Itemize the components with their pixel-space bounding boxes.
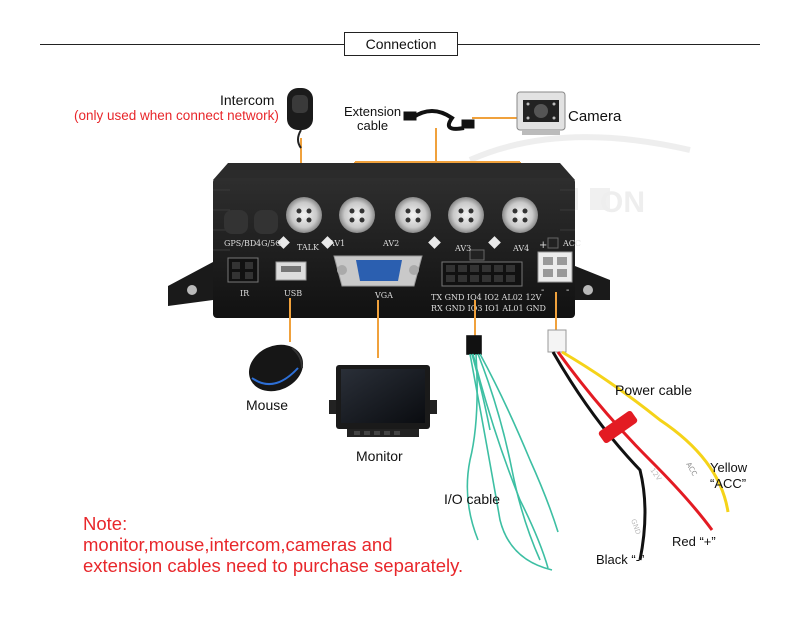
- svg-text:ACC: ACC: [684, 461, 698, 478]
- intercom-label: Intercom: [220, 92, 275, 108]
- power-cable-icon: GND 12V ACC: [547, 329, 730, 561]
- svg-text:GND: GND: [629, 518, 642, 536]
- gps-label: GPS/BD: [224, 239, 256, 248]
- accessory-connector-lines: [289, 292, 557, 358]
- plus-label: +: [539, 240, 547, 251]
- extension-cable-label-line1: Extension: [344, 104, 402, 119]
- mdvr-device: [168, 163, 610, 318]
- port-label-av2: AV2: [382, 239, 399, 248]
- av-ports: [286, 197, 538, 233]
- camera-label: Camera: [568, 108, 622, 125]
- monitor-label: Monitor: [356, 448, 403, 464]
- usb-label: USB: [284, 289, 302, 298]
- note-line-1: monitor,mouse,intercom,cameras and: [83, 534, 393, 555]
- port-label-av1: AV1: [328, 239, 345, 248]
- port-label-av4: AV4: [512, 244, 529, 253]
- power-cable-label: Power cable: [615, 382, 693, 398]
- acc-label: ACC: [562, 239, 581, 248]
- minus-label: -: [541, 285, 544, 296]
- io-cable-label: I/O cable: [444, 491, 501, 507]
- 4g-label: 4G/5G: [256, 239, 282, 248]
- red-label: Red “+”: [672, 534, 716, 549]
- svg-text:ON: ON: [600, 186, 645, 219]
- extension-cable-icon: [403, 109, 475, 131]
- minus-label-2: -: [566, 285, 569, 296]
- io-pins-bottom: RX GND IO3 IO1 AL01 GND: [431, 304, 546, 313]
- mouse-label: Mouse: [246, 397, 289, 413]
- port-label-av3: AV3: [454, 244, 471, 253]
- yellow-label-line2: “ACC”: [710, 476, 747, 491]
- camera-icon: [516, 91, 566, 135]
- note-title: Note:: [83, 513, 128, 534]
- mouse-icon: [248, 344, 304, 392]
- header-rule-left: [40, 44, 344, 45]
- intercom-microphone-icon: [287, 88, 313, 149]
- yellow-label-line1: Yellow: [710, 460, 748, 475]
- io-cable-icon: [466, 335, 559, 571]
- ir-label: IR: [240, 289, 250, 298]
- header-rule-right: [458, 44, 760, 45]
- note-line-2: extension cables need to purchase separa…: [83, 555, 464, 576]
- section-title: Connection: [344, 32, 458, 56]
- extension-cable-label-line2: cable: [357, 118, 389, 133]
- vga-label: VGA: [374, 291, 393, 300]
- monitor-icon: [329, 365, 437, 437]
- purchase-note: Note: monitor,mouse,intercom,cameras and…: [83, 513, 463, 576]
- io-pins-top: TX GND IO4 IO2 AL02 12V: [431, 293, 542, 302]
- port-label-talk: TALK: [297, 243, 320, 252]
- intercom-note: (only used when connect network): [74, 108, 279, 123]
- black-label: Black “-”: [596, 552, 645, 567]
